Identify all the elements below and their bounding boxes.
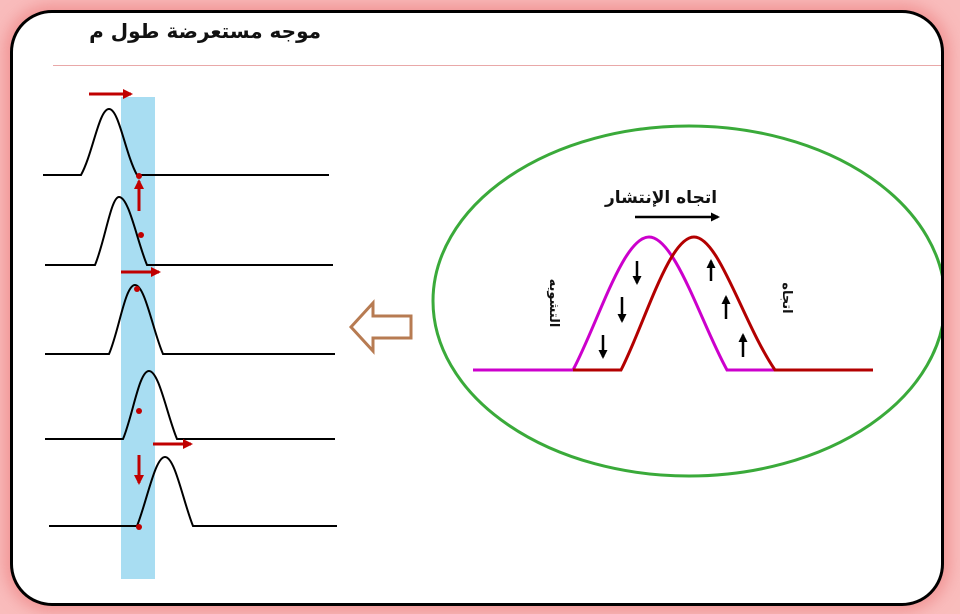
pulse-curve: [43, 107, 329, 176]
ellipse-frame: [431, 124, 941, 478]
medium-point: [136, 524, 142, 530]
medium-point: [138, 232, 144, 238]
snapshot-2: [45, 195, 333, 266]
pulse-curve: [49, 455, 337, 527]
page-title: موجه مستعرضة طول م: [89, 19, 321, 43]
pulse-magenta: [473, 235, 823, 372]
diagram-frame: موجه مستعرضة طول م: [10, 10, 944, 606]
left-pointer-arrow: [348, 299, 413, 355]
propagation-label: اتجاه الإنتشار: [604, 188, 717, 208]
pulse-curve: [45, 283, 335, 355]
snapshot-5: [49, 439, 337, 530]
snapshot-4: [45, 369, 335, 440]
divider: [53, 65, 941, 66]
snapshot-1: [43, 89, 329, 211]
medium-point: [136, 408, 142, 414]
pulse-curve: [45, 369, 335, 440]
wave-diagram: اتجاه الإنتشار التشويه اتجاه: [43, 89, 941, 579]
pulse-red: [573, 235, 873, 372]
medium-point: [134, 286, 140, 292]
highlight-strip: [121, 97, 155, 579]
right-vertical-label: اتجاه: [779, 282, 794, 313]
left-vertical-label: التشويه: [546, 279, 561, 328]
snapshot-3: [45, 267, 335, 355]
medium-point: [136, 173, 142, 179]
pulse-curve: [45, 195, 333, 266]
